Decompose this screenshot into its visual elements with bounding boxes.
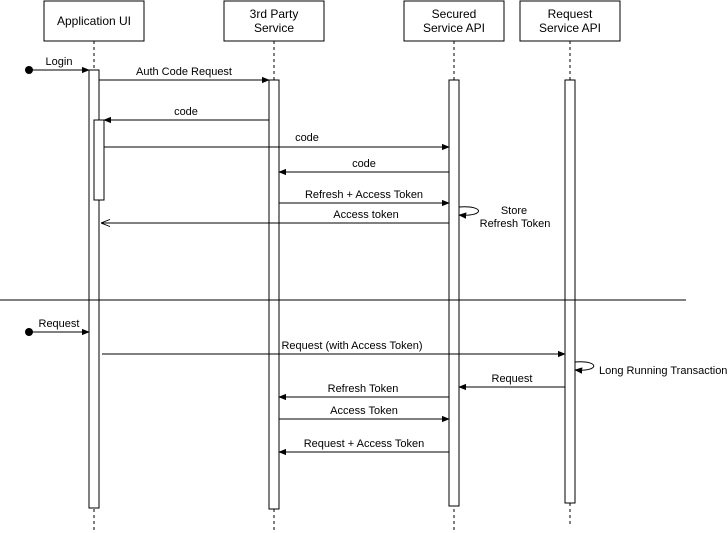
svg-text:Request: Request	[548, 7, 593, 21]
svg-text:Request + Access Token: Request + Access Token	[304, 438, 425, 450]
message-request-to-secured: Request	[458, 373, 565, 391]
svg-text:Store: Store	[501, 205, 527, 217]
message-refresh-access-token: Refresh + Access Token	[279, 189, 450, 207]
svg-text:Service: Service	[254, 21, 294, 35]
self-message-long-running-transaction: Long Running Transaction	[574, 361, 727, 377]
activation-third-party	[268, 79, 280, 510]
participant-app: Application UI	[43, 0, 145, 42]
message-code-2: code	[104, 132, 450, 151]
activation-app-nested	[93, 119, 105, 201]
svg-text:Refresh + Access Token: Refresh + Access Token	[305, 189, 423, 201]
svg-text:3rd Party: 3rd Party	[250, 7, 299, 21]
message-refresh-token: Refresh Token	[278, 383, 449, 401]
message-login: Login	[25, 56, 90, 74]
svg-text:Login: Login	[46, 56, 73, 68]
svg-text:Access token: Access token	[333, 209, 398, 221]
participant-third-party: 3rd Party Service	[223, 0, 325, 42]
message-access-token: Access Token	[279, 405, 450, 423]
participant-request: Request Service API	[519, 0, 621, 42]
svg-text:code: code	[174, 106, 198, 118]
message-code-3: code	[278, 158, 449, 176]
self-message-store-refresh-token: Store Refresh Token	[458, 205, 551, 230]
svg-text:Secured: Secured	[432, 7, 477, 21]
message-access-token-return: Access token	[102, 209, 449, 223]
svg-text:Request: Request	[492, 373, 533, 385]
svg-text:code: code	[352, 158, 376, 170]
activation-secured	[448, 79, 460, 507]
message-request-with-token: Request (with Access Token)	[102, 340, 566, 358]
svg-text:code: code	[295, 132, 319, 144]
activation-request	[564, 79, 576, 504]
svg-text:Request: Request	[39, 318, 80, 330]
message-auth-code-request: Auth Code Request	[99, 66, 270, 84]
svg-text:Service API: Service API	[423, 21, 485, 35]
message-code-1: code	[103, 106, 269, 124]
message-request-start: Request	[25, 318, 90, 336]
svg-text:Refresh Token: Refresh Token	[480, 218, 551, 230]
svg-text:Application UI: Application UI	[57, 14, 131, 28]
participant-secured: Secured Service API	[403, 0, 505, 42]
svg-text:Long Running Transaction: Long Running Transaction	[599, 365, 727, 377]
message-request-access-token: Request + Access Token	[278, 438, 449, 456]
svg-text:Access Token: Access Token	[330, 405, 398, 417]
activation-app	[88, 69, 100, 509]
svg-text:Auth Code Request: Auth Code Request	[136, 66, 232, 78]
svg-text:Request (with Access Token): Request (with Access Token)	[281, 340, 422, 352]
svg-text:Refresh Token: Refresh Token	[328, 383, 399, 395]
svg-text:Service API: Service API	[539, 21, 601, 35]
